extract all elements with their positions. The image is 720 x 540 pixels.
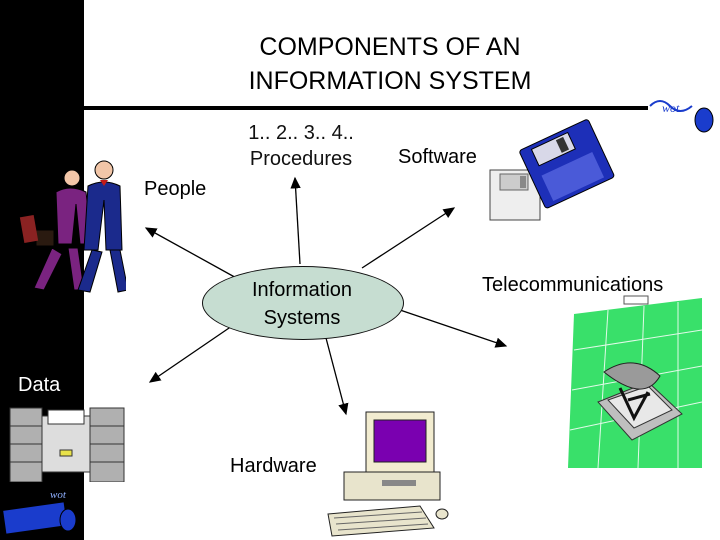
title-underline xyxy=(84,106,648,110)
hardware-label: Hardware xyxy=(230,455,317,477)
logo-text-small: wot xyxy=(50,489,67,501)
arrow-to-software xyxy=(361,207,456,269)
arrow-to-procedures xyxy=(290,176,301,265)
mouse-keyboard-icon: wot xyxy=(2,489,77,535)
arrow-to-hardware xyxy=(325,337,349,416)
arrow-to-people xyxy=(144,227,241,281)
arrow-to-telecommunications xyxy=(399,309,508,348)
mouse-logo-icon: wot xyxy=(649,100,714,133)
satellite-dish-icon xyxy=(568,295,703,468)
logo-text: wot xyxy=(662,101,680,115)
telecommunications-label: Telecommunications xyxy=(482,274,664,296)
information-systems-node xyxy=(202,266,404,340)
procedures-text: Procedures xyxy=(249,148,353,170)
people-label: People xyxy=(144,178,207,200)
center-line-1: Information xyxy=(251,279,353,301)
data-label: Data xyxy=(18,374,61,396)
procedures-numbers: 1.. 2.. 3.. 4.. xyxy=(248,122,354,144)
software-label: Software xyxy=(398,146,477,168)
title-line-2: INFORMATION SYSTEM xyxy=(248,67,532,95)
file-cabinet-icon xyxy=(9,407,125,482)
center-line-2: Systems xyxy=(263,307,341,329)
floppy-disk-icon xyxy=(489,119,615,221)
computer-icon xyxy=(327,411,449,537)
title-line-1: COMPONENTS OF AN xyxy=(259,33,521,61)
arrow-to-data xyxy=(148,325,233,383)
information-systems-label: Information Systems xyxy=(202,276,402,332)
page-title: COMPONENTS OF AN INFORMATION SYSTEM xyxy=(160,30,620,98)
people-clipart-icon xyxy=(19,160,126,293)
procedures-label: 1.. 2.. 3.. 4.. Procedures xyxy=(226,120,376,172)
